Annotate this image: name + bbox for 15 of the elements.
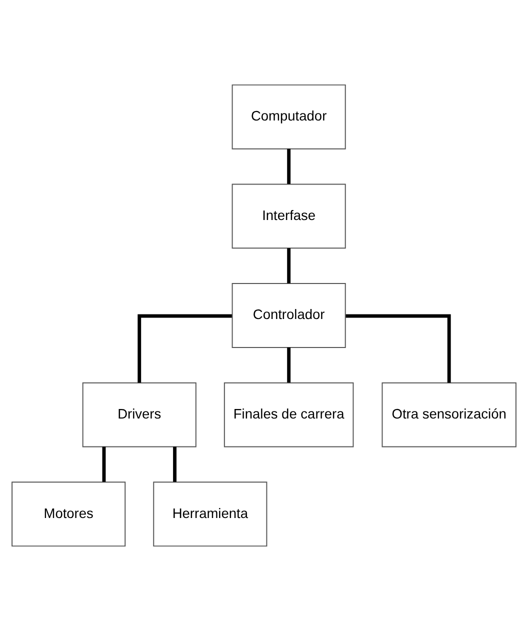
node-box: Drivers [82,382,196,447]
node-box: Computador [232,84,346,149]
node-box: Finales de carrera [224,382,354,447]
node-box: Herramienta [153,481,268,546]
connector [102,446,106,482]
node-box: Motores [12,481,126,546]
node-box: Interfase [232,183,346,248]
connector [138,314,232,382]
connector [287,346,291,382]
connector [346,314,451,382]
node-box: Controlador [232,282,346,348]
connector [287,248,291,283]
connector [173,446,176,482]
node-box: Otra sensorización [382,382,516,447]
connector [287,148,291,184]
